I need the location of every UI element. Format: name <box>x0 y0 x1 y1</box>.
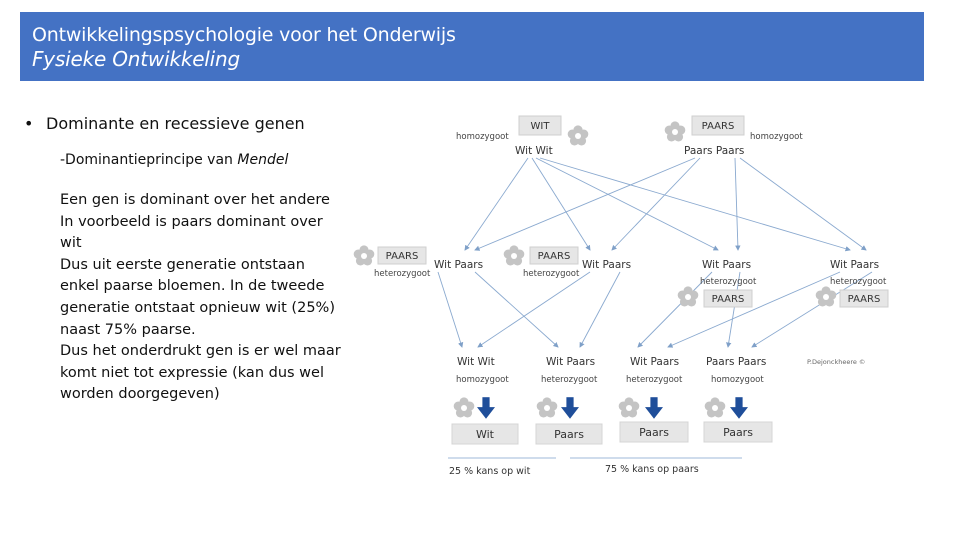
bullet-text: Dominante en recessieve genen <box>46 114 305 133</box>
result-label: Paars <box>723 426 753 439</box>
f1-item-2: PAARS heterozygoot Wit Paars <box>503 245 631 279</box>
slide-title: Ontwikkelingspsychologie voor het Onderw… <box>32 24 456 46</box>
flower-icon <box>453 397 475 418</box>
type-label: heterozygoot <box>374 269 431 279</box>
flower-icon <box>704 397 726 418</box>
type-label: homozygoot <box>456 375 509 385</box>
genotype-label: Wit Wit <box>515 145 553 157</box>
flower-icon <box>567 125 589 146</box>
result-label: Paars <box>639 426 669 439</box>
kans-wit-label: 25 % kans op wit <box>449 466 531 477</box>
kans-paars-label: 75 % kans op paars <box>605 464 699 475</box>
flower-icon <box>664 121 686 142</box>
text-line: generatie ontstaat opnieuw wit (25%) <box>60 299 335 316</box>
explanation-text: Een gen is dominant over het andere In v… <box>60 190 350 406</box>
parent-paars: PAARS homozygoot Paars Paars <box>664 115 803 157</box>
box-wit <box>518 115 562 136</box>
bullet-dot: • <box>24 114 34 133</box>
sub-heading: -Dominantieprincipe van Mendel <box>60 152 288 168</box>
down-arrow-icon <box>561 397 579 419</box>
text-line: naast 75% paarse. <box>60 321 196 338</box>
genotype-label: Wit Paars <box>830 259 879 271</box>
type-label: heterozygoot <box>626 375 683 385</box>
type-label: heterozygoot <box>830 277 887 287</box>
genotype-label: Wit Paars <box>702 259 751 271</box>
parent-wit: WIT homozygoot Wit Wit <box>456 115 589 157</box>
header-band <box>20 12 924 81</box>
f2-item-2: Wit Paars heterozygoot Paars <box>535 356 603 445</box>
text-line: In voorbeeld is paars dominant over <box>60 213 323 230</box>
f1-item-4: Wit Paars heterozygoot PAARS <box>815 259 889 308</box>
genotype-label: Paars Paars <box>706 356 766 368</box>
flower-icon <box>536 397 558 418</box>
text-line: enkel paarse bloemen. In de tweede <box>60 278 325 295</box>
text-line: Dus uit eerste generatie ontstaan <box>60 256 305 273</box>
box-label: PAARS <box>702 121 735 132</box>
type-label: heterozygoot <box>700 277 757 287</box>
down-arrow-icon <box>477 397 495 419</box>
box-label: PAARS <box>848 294 881 305</box>
down-arrow-icon <box>645 397 663 419</box>
down-arrow-icon <box>730 397 748 419</box>
type-label: heterozygoot <box>541 375 598 385</box>
text-line: Dus het onderdrukt gen is er wel maar <box>60 343 341 360</box>
f2-item-3: Wit Paars heterozygoot Paars <box>618 356 689 443</box>
genotype-label: Wit Paars <box>582 259 631 271</box>
text-line: komt niet tot expressie (kan dus wel <box>60 364 324 381</box>
box-label: WIT <box>531 121 551 132</box>
genotype-label: Wit Paars <box>546 356 595 368</box>
box-paars <box>691 115 745 136</box>
result-label: Wit <box>476 428 495 441</box>
box-label: PAARS <box>386 251 419 262</box>
genotype-label: Wit Paars <box>434 259 483 271</box>
genotype-label: Paars Paars <box>684 145 744 157</box>
flower-icon <box>503 245 525 266</box>
bullet-item: • Dominante en recessieve genen <box>24 114 305 133</box>
genotype-label: Wit Paars <box>630 356 679 368</box>
genotype-label: Wit Wit <box>457 356 495 368</box>
f1-item-1: PAARS heterozygoot Wit Paars <box>353 245 483 279</box>
text-line: Een gen is dominant over het andere <box>60 192 330 208</box>
box-label: PAARS <box>712 294 745 305</box>
type-label: heterozygoot <box>523 269 580 279</box>
type-label: homozygoot <box>711 375 764 385</box>
f1-item-3: Wit Paars heterozygoot PAARS <box>677 259 757 308</box>
flower-icon <box>353 245 375 266</box>
type-label: homozygoot <box>456 132 509 142</box>
f2-item-4: Paars Paars homozygoot Paars <box>703 356 773 443</box>
flower-icon <box>618 397 640 418</box>
box-label: PAARS <box>538 251 571 262</box>
f2-item-1: Wit Wit homozygoot Wit <box>451 356 519 445</box>
result-label: Paars <box>554 428 584 441</box>
text-line: wit <box>60 235 82 252</box>
sub-heading-prefix: -Dominantieprincipe van <box>60 152 238 168</box>
sub-heading-italic: Mendel <box>237 152 289 168</box>
watermark: P.Dejonckheere © <box>807 358 865 366</box>
text-line: worden doorgegeven) <box>60 386 220 403</box>
cross-lines <box>437 157 873 348</box>
slide-subtitle: Fysieke Ontwikkeling <box>32 47 240 71</box>
flower-icon <box>815 286 837 307</box>
type-label: homozygoot <box>750 132 803 142</box>
